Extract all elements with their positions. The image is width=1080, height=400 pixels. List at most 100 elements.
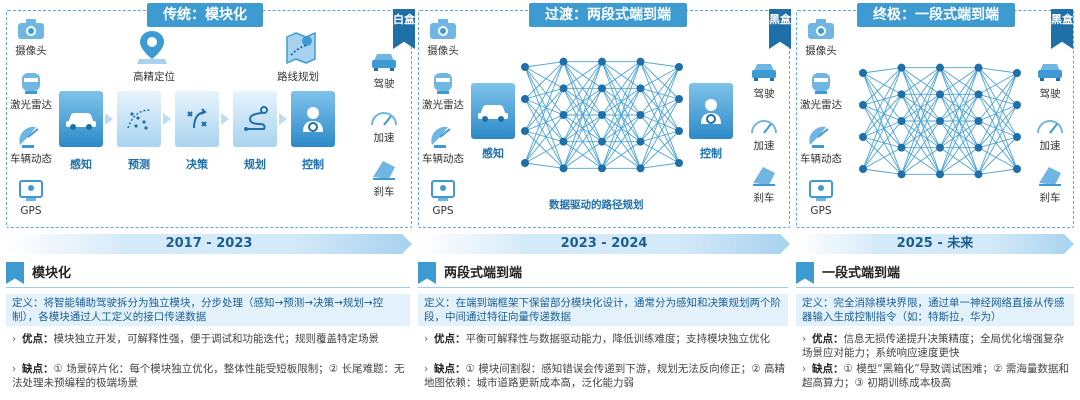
network-edge	[978, 72, 1018, 175]
sensor-vehicle-dynamics: 车辆动态	[413, 123, 473, 166]
network-edge	[640, 88, 680, 132]
sensor-label: 摄像头	[15, 45, 47, 57]
radar-dish-icon	[431, 126, 451, 148]
network-edge	[862, 168, 902, 175]
network-edge	[563, 61, 603, 116]
network-edge	[978, 93, 1018, 106]
network-node	[974, 170, 983, 179]
network-node	[559, 57, 568, 66]
sensor-lidar: 激光雷达	[1, 69, 61, 112]
network-edge	[978, 168, 1018, 175]
network-node	[936, 90, 944, 99]
pros: ›优点：平衡可解释性与数据驱动能力，降低训练难度；支持模块独立优化	[418, 332, 788, 346]
sensor-label: 摄像头	[805, 45, 837, 57]
network-edge	[640, 141, 680, 164]
network-node	[559, 84, 568, 93]
network-edge	[939, 67, 979, 95]
network-edge	[901, 67, 941, 175]
network-edge	[524, 114, 564, 132]
divider	[796, 287, 1074, 288]
timeline-segment-2: 2023 - 2024	[418, 234, 790, 254]
column-title: 模块化	[32, 266, 72, 281]
bookmark-icon	[6, 262, 24, 284]
network-edge	[563, 114, 603, 169]
network-edge	[862, 136, 902, 175]
network-node	[598, 164, 606, 173]
output-label: 加速	[1039, 140, 1061, 152]
network-edge	[862, 72, 902, 175]
network-node	[936, 170, 944, 179]
network-edge	[640, 162, 680, 169]
network-edge	[524, 130, 564, 143]
network-node	[559, 137, 568, 146]
network-edge	[862, 72, 902, 148]
network-edge	[640, 87, 680, 100]
network-node	[521, 127, 529, 135]
network-edge	[939, 67, 979, 148]
network-node	[897, 90, 906, 99]
network-node	[675, 127, 683, 135]
network-node	[636, 164, 645, 173]
network-node	[974, 63, 983, 72]
chevron-right-icon: ›	[12, 333, 17, 345]
network-edge	[640, 98, 680, 116]
network-edge	[901, 67, 941, 148]
scatter-prediction-icon	[127, 109, 151, 130]
module-label: 决策	[186, 158, 208, 171]
network-edge	[978, 67, 1018, 170]
network-edge	[640, 114, 680, 164]
path-planning-icon	[244, 106, 268, 131]
network-edge	[640, 98, 680, 142]
divider	[418, 287, 788, 288]
network-node	[559, 111, 568, 119]
module-prediction	[117, 91, 161, 147]
network-edge	[524, 61, 564, 132]
network-edge	[901, 67, 941, 95]
network-node	[859, 133, 867, 141]
module-control	[689, 83, 733, 139]
sensor-label: 摄像头	[427, 45, 459, 57]
network-edge	[978, 104, 1018, 148]
network-node	[521, 63, 529, 71]
network-edge	[978, 136, 1018, 175]
sensor-lidar: 激光雷达	[413, 69, 473, 112]
network-node	[1013, 165, 1021, 173]
arrow	[105, 113, 113, 125]
definition: 定义：完全消除模块界限，通过单一神经网络直接从传感器输入生成控制指令（如：特斯拉…	[796, 294, 1074, 326]
network-edge	[524, 130, 564, 169]
network-edge	[978, 72, 1018, 122]
module-label: 预测	[128, 158, 150, 171]
network-edge	[939, 67, 979, 175]
network-edge	[524, 66, 564, 169]
bookmark-icon	[796, 262, 814, 284]
output-brake: 刹车	[741, 163, 787, 205]
network-node	[1013, 133, 1021, 141]
network-edge	[524, 61, 564, 68]
network-edge	[640, 61, 680, 100]
network-edge	[524, 88, 564, 164]
radar-dish-icon	[19, 126, 39, 148]
arrow	[163, 113, 171, 125]
output-brake: 刹车	[1027, 163, 1073, 205]
divider	[6, 287, 410, 288]
pros-text: 模块独立开发，可解释性强，便于调试和功能迭代；规则覆盖特定场景	[53, 333, 380, 345]
sensor-gps: GPS	[791, 177, 851, 217]
cons-label: 缺点：	[812, 363, 844, 375]
network-edge	[862, 104, 902, 175]
sensor-label: 激光雷达	[800, 99, 842, 111]
network-edge	[524, 66, 564, 89]
module-label: 控制	[700, 147, 722, 160]
network-edge	[563, 61, 603, 169]
panel-title: 终极：一段式端到端	[857, 3, 1015, 27]
network-edge	[978, 67, 1018, 74]
chevron-right-icon: ›	[802, 363, 807, 375]
network-edge	[862, 72, 902, 95]
network-edge	[978, 104, 1018, 175]
network-node	[675, 63, 683, 71]
lidar-icon	[22, 73, 40, 94]
sensor-label: GPS	[20, 205, 42, 217]
network-node	[521, 95, 529, 103]
chevron-right-icon: ›	[12, 363, 17, 375]
network-edge	[524, 141, 564, 164]
output-driving: 驾驶	[361, 49, 407, 91]
